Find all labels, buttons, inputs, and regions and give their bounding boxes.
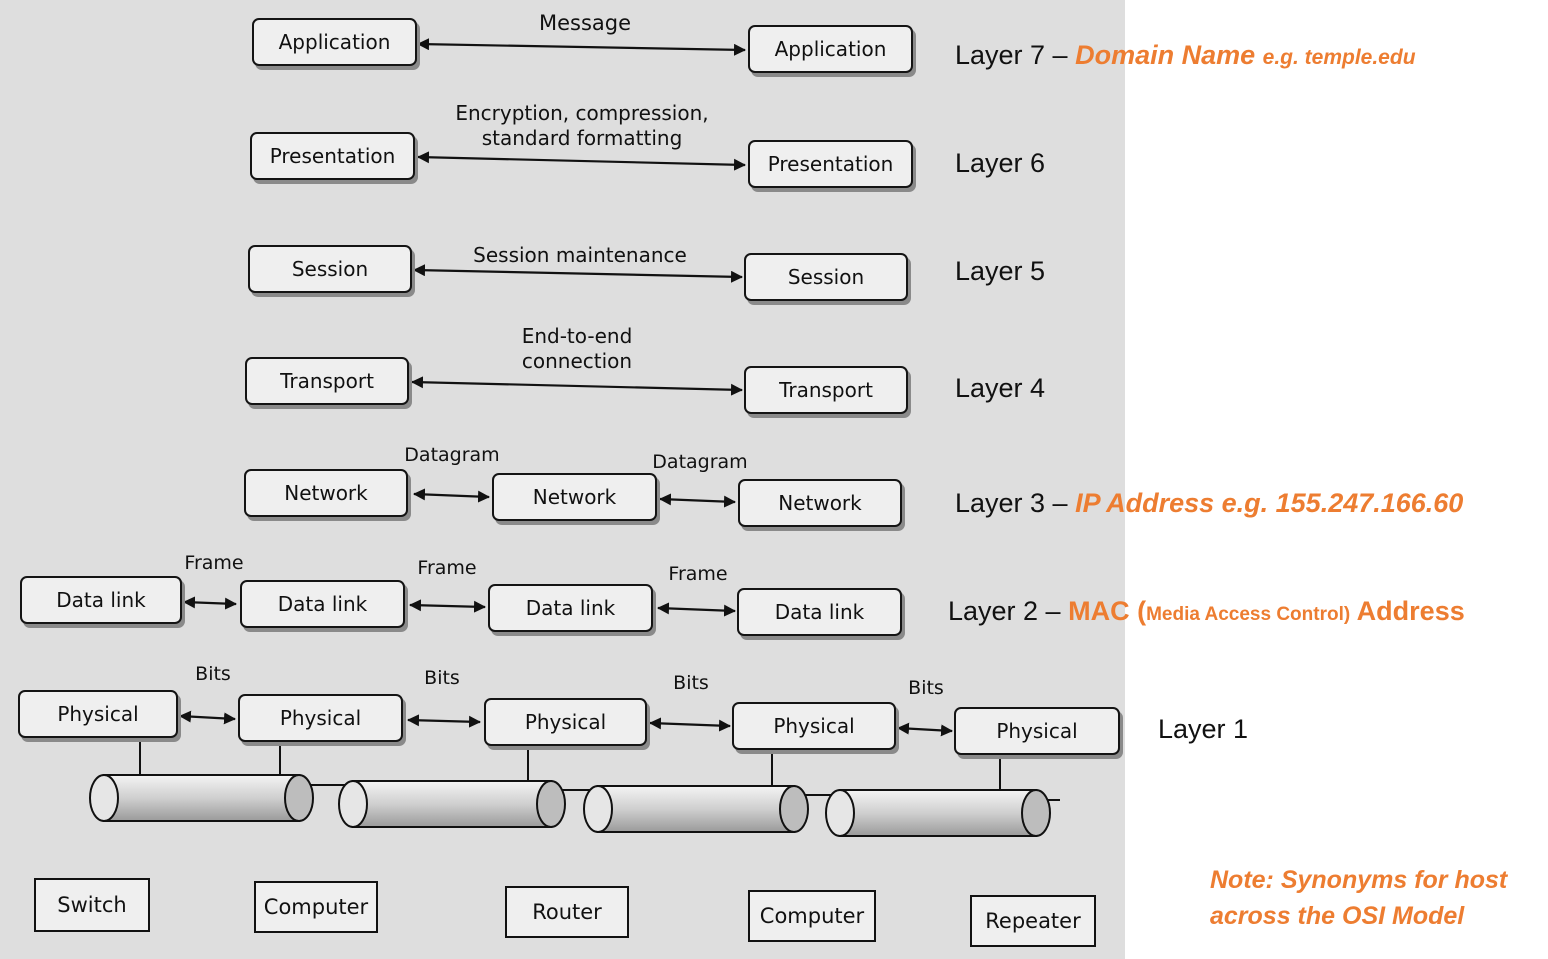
- label-frame-2: Frame: [417, 557, 477, 579]
- box-presentation-left: Presentation: [250, 132, 415, 180]
- note-synonyms: Note: Synonyms for host across the OSI M…: [1210, 862, 1507, 935]
- annotation-layer5: Layer 5: [955, 256, 1046, 286]
- arrow-datalink-3: [657, 602, 736, 617]
- box-physical-3: Physical: [484, 698, 647, 746]
- box-session-left: Session: [248, 245, 412, 293]
- connector-arrows: [179, 38, 953, 737]
- arrow-application: [417, 38, 746, 56]
- layer2-label: Layer 2 –: [948, 596, 1069, 626]
- annotation-layer7: Layer 7 – Domain Name e.g. temple.edu: [955, 40, 1416, 71]
- arrow-physical-1: [179, 710, 236, 725]
- cable-cylinder: [825, 789, 1051, 837]
- arrow-transport: [411, 376, 743, 396]
- annotation-layer2: Layer 2 – MAC (Media Access Control) Add…: [948, 596, 1465, 627]
- label-bits-2: Bits: [424, 667, 460, 689]
- layer7-highlight: Domain Name: [1075, 40, 1256, 70]
- label-datagram-1: Datagram: [404, 444, 500, 466]
- cable-cylinder: [338, 780, 566, 828]
- label-frame-1: Frame: [184, 552, 244, 574]
- layer3-highlight: IP Address e.g. 155.247.166.60: [1075, 488, 1464, 518]
- label-bits-3: Bits: [673, 672, 709, 694]
- device-computer-2: Computer: [748, 890, 876, 942]
- box-datalink-3: Data link: [488, 584, 653, 632]
- arrow-network-2: [659, 493, 736, 508]
- annotation-layer3: Layer 3 – IP Address e.g. 155.247.166.60: [955, 488, 1463, 519]
- box-physical-5: Physical: [954, 707, 1120, 755]
- arrow-datalink-2: [409, 599, 486, 613]
- label-encryption: Encryption, compression, standard format…: [455, 101, 709, 150]
- arrow-presentation: [417, 151, 746, 171]
- layer2-detail: Media Access Control): [1146, 604, 1351, 625]
- label-end-to-end: End-to-end connection: [521, 324, 633, 373]
- box-session-right: Session: [744, 253, 908, 301]
- note-line-1: Note: Synonyms for host: [1210, 866, 1508, 894]
- cable-cylinder: [89, 774, 314, 822]
- layer7-example: e.g. temple.edu: [1262, 46, 1416, 69]
- box-application-right: Application: [748, 25, 913, 73]
- box-application-left: Application: [252, 18, 417, 66]
- layer2-highlight: MAC (: [1068, 596, 1147, 626]
- annotation-layer4: Layer 4: [955, 373, 1046, 403]
- device-router: Router: [505, 886, 629, 938]
- label-message: Message: [538, 11, 632, 35]
- label-datagram-2: Datagram: [652, 451, 748, 473]
- box-presentation-right: Presentation: [748, 140, 913, 188]
- note-line-2: across the OSI Model: [1210, 902, 1465, 931]
- arrow-datalink-1: [183, 596, 237, 610]
- arrow-physical-2: [407, 714, 481, 728]
- label-frame-3: Frame: [668, 563, 728, 585]
- arrow-session: [413, 264, 743, 283]
- box-physical-4: Physical: [732, 702, 896, 750]
- cable-cylinder: [583, 785, 809, 833]
- annotation-layer1: Layer 1: [1158, 714, 1249, 744]
- box-datalink-2: Data link: [240, 580, 405, 628]
- label-session-maintenance: Session maintenance: [473, 243, 687, 267]
- device-switch: Switch: [34, 878, 150, 932]
- box-physical-1: Physical: [18, 690, 178, 738]
- arrow-network-1: [413, 488, 490, 503]
- label-bits-1: Bits: [195, 663, 231, 685]
- box-transport-left: Transport: [245, 357, 409, 405]
- osi-diagram: [89, 38, 1060, 837]
- box-datalink-4: Data link: [737, 588, 902, 636]
- layer7-label: Layer 7 –: [955, 40, 1076, 70]
- box-network-3: Network: [738, 479, 902, 527]
- box-physical-2: Physical: [238, 694, 403, 742]
- arrow-physical-3: [649, 717, 731, 732]
- layer3-label: Layer 3 –: [955, 488, 1076, 518]
- label-bits-4: Bits: [908, 677, 944, 699]
- device-computer-1: Computer: [254, 881, 378, 933]
- layer2-tail: Address: [1350, 596, 1465, 626]
- box-network-1: Network: [244, 469, 408, 517]
- annotation-layer6: Layer 6: [955, 148, 1046, 178]
- box-datalink-1: Data link: [20, 576, 182, 624]
- device-repeater: Repeater: [970, 895, 1096, 947]
- arrow-physical-4: [897, 722, 953, 737]
- cable-cylinders: [89, 774, 1051, 837]
- box-network-2: Network: [492, 473, 657, 521]
- box-transport-right: Transport: [744, 366, 908, 414]
